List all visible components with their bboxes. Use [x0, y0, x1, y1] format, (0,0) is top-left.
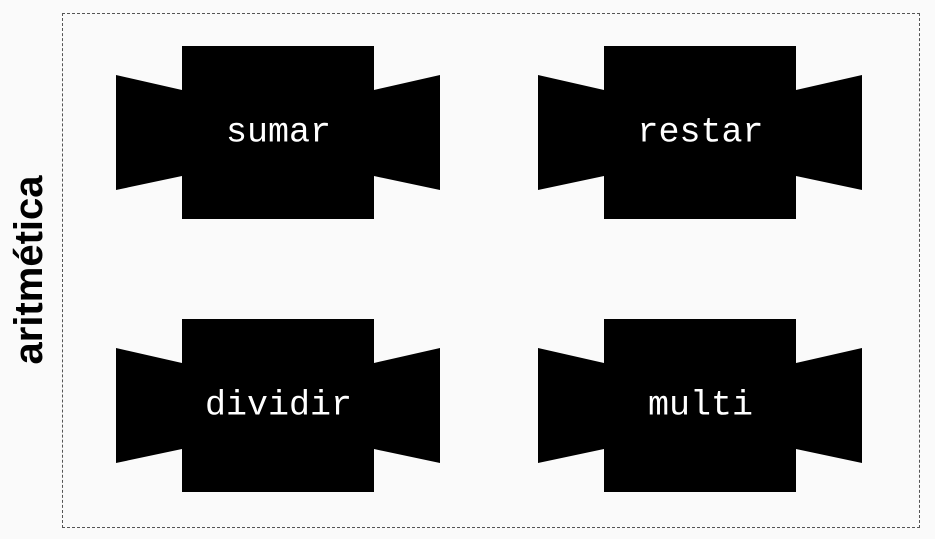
group-frame [62, 13, 920, 528]
block-label-dividir: dividir [204, 385, 353, 425]
block-multi[interactable]: multi [538, 319, 863, 492]
block-label-restar: restar [637, 112, 764, 152]
block-sumar-shape [116, 46, 440, 219]
group-title: aritmética [7, 175, 51, 365]
block-restar-shape [538, 46, 862, 219]
block-multi-shape [538, 319, 862, 492]
block-label-multi: multi [647, 385, 754, 425]
block-dividir[interactable]: dividir [116, 319, 441, 492]
block-sumar[interactable]: sumar [116, 46, 441, 219]
block-restar[interactable]: restar [538, 46, 863, 219]
block-dividir-shape [116, 319, 440, 492]
block-label-sumar: sumar [225, 112, 332, 152]
